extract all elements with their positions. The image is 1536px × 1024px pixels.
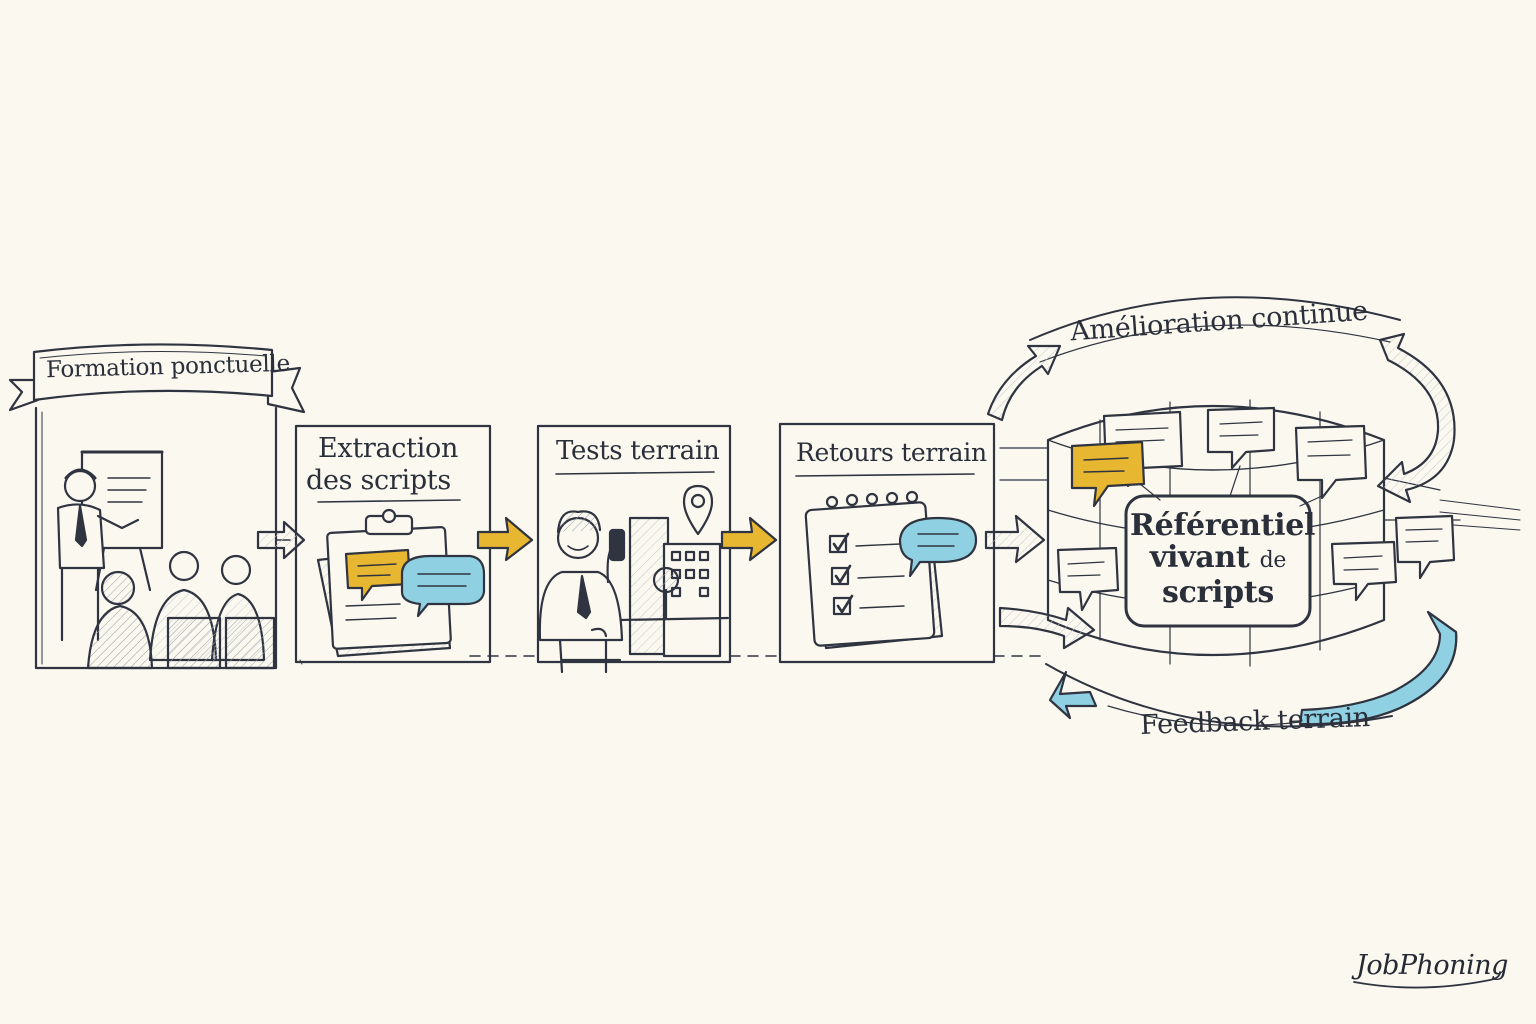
hub-title-line1: Référentiel: [1130, 508, 1316, 543]
ribbon-banner: [8, 343, 306, 414]
presenter-figure: [56, 468, 140, 642]
caller-figure: [538, 510, 626, 674]
hub-title-line2: vivant de: [1130, 542, 1306, 577]
blue-speech-bubble-icon: [898, 516, 978, 578]
blue-chat-bubble-icon: [400, 554, 486, 618]
stage-label-extraction-line1: Extraction: [318, 433, 459, 464]
panel-tests: [536, 424, 732, 674]
map-pin-icon: [682, 484, 714, 536]
brand-logo: [1353, 971, 1501, 989]
stage-label-extraction-line2: des scripts: [306, 465, 451, 496]
stage-label-retours: Retours terrain: [796, 438, 987, 467]
improvement-loop-arrows: [986, 296, 1458, 728]
hub-speech-bubbles: [1056, 406, 1456, 612]
stage-label-tests: Tests terrain: [556, 436, 720, 466]
brand-logo-text: JobPhoning: [1356, 950, 1508, 981]
hub-title-word-vivant: vivant: [1149, 540, 1250, 575]
checklist-notepad-icon: [804, 490, 944, 650]
audience: [86, 550, 276, 670]
hub-title-line3: scripts: [1162, 575, 1274, 610]
panel-formation: [8, 343, 306, 670]
buildings: [618, 516, 730, 658]
connector-arrows: [256, 514, 1046, 657]
panel-retours: [778, 422, 996, 664]
yellow-chat-bubble-icon: [344, 548, 412, 602]
hub-title: Référentiel vivant de scripts: [1130, 508, 1316, 610]
panel-extraction: [294, 424, 492, 665]
hub-title-word-de: de: [1259, 548, 1287, 573]
